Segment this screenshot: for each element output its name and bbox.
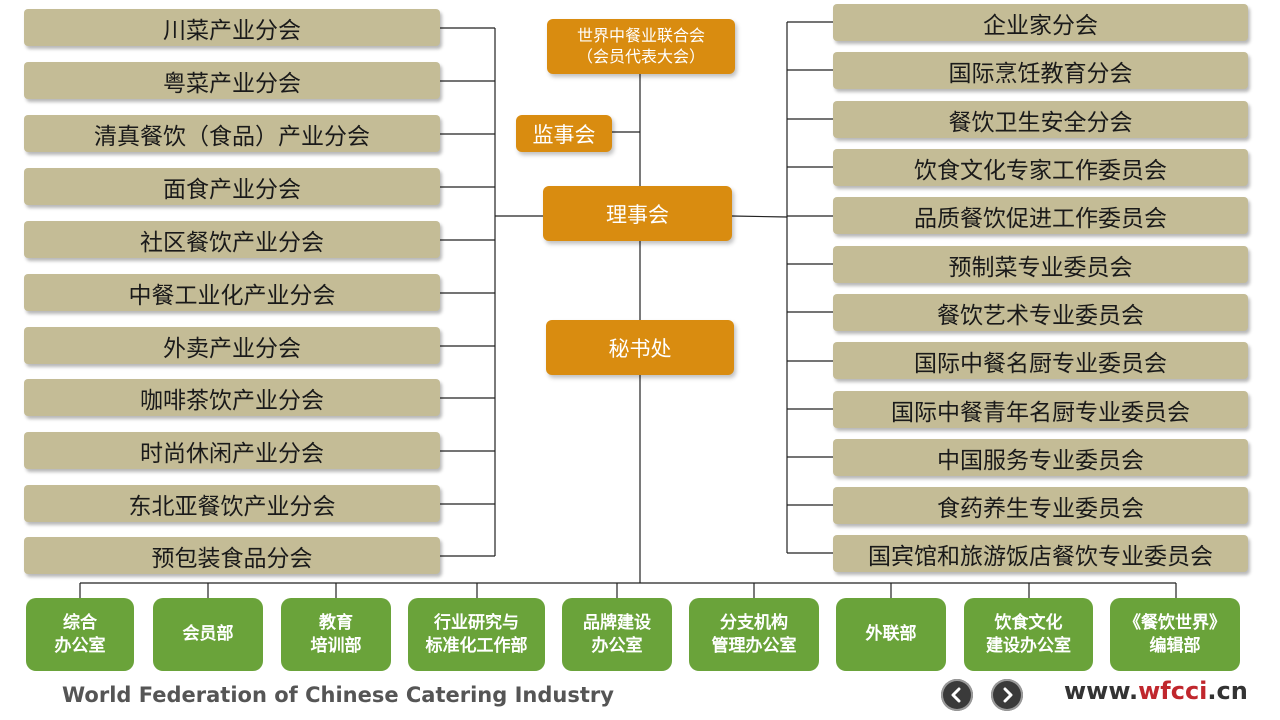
right-branch-label: 国际烹饪教育分会 — [948, 60, 1133, 87]
left-branch-label: 外卖产业分会 — [163, 335, 301, 362]
department-label-line1: 行业研究与 — [434, 612, 519, 633]
left-branch-box: 时尚休闲产业分会 — [24, 432, 440, 469]
department-label-line1: 教育 — [319, 612, 353, 633]
department-label-line2: 建设办公室 — [986, 635, 1071, 656]
site-accent: wfcci — [1138, 677, 1208, 705]
left-branch-label: 粤菜产业分会 — [163, 70, 301, 97]
right-branch-label: 企业家分会 — [983, 12, 1098, 39]
left-branch-label: 面食产业分会 — [163, 176, 301, 203]
left-branch-label: 时尚休闲产业分会 — [140, 440, 324, 467]
department-label-line1: 综合 — [63, 612, 97, 633]
chevron-right-icon — [1003, 687, 1013, 703]
left-branch-label: 清真餐饮（食品）产业分会 — [94, 123, 370, 150]
department-label-line2: 编辑部 — [1149, 635, 1201, 656]
right-branch-box: 品质餐饮促进工作委员会 — [833, 197, 1248, 234]
supervisors-box: 监事会 — [516, 115, 612, 152]
left-branch-box: 清真餐饮（食品）产业分会 — [24, 115, 440, 152]
next-slide-button[interactable] — [991, 679, 1023, 711]
assembly-subtitle: （会员代表大会） — [576, 46, 705, 66]
right-branch-label: 国宾馆和旅游饭店餐饮专业委员会 — [868, 543, 1213, 570]
department-box: 综合 办公室 — [26, 598, 134, 671]
department-box: 品牌建设 办公室 — [562, 598, 672, 671]
council-box: 理事会 — [543, 186, 732, 241]
right-branch-label: 国际中餐名厨专业委员会 — [914, 350, 1167, 377]
right-branch-box: 国际中餐名厨专业委员会 — [833, 342, 1248, 379]
department-label-line1: 《餐饮世界》 — [1124, 612, 1226, 633]
left-branch-label: 东北亚餐饮产业分会 — [128, 493, 336, 520]
secretariat-box: 秘书处 — [546, 320, 734, 375]
department-label-line1: 分支机构 — [720, 612, 788, 633]
department-box: 饮食文化 建设办公室 — [964, 598, 1093, 671]
right-branch-box: 中国服务专业委员会 — [833, 439, 1248, 476]
department-box: 教育 培训部 — [281, 598, 391, 671]
left-branch-box: 中餐工业化产业分会 — [24, 274, 440, 311]
department-label-line2: 办公室 — [591, 635, 643, 656]
department-label-line1: 饮食文化 — [994, 612, 1063, 633]
secretariat-label: 秘书处 — [608, 336, 672, 361]
department-label-line1: 外联部 — [865, 624, 917, 645]
left-branch-label: 社区餐饮产业分会 — [140, 229, 324, 256]
department-box: 《餐饮世界》 编辑部 — [1110, 598, 1240, 671]
department-box: 外联部 — [836, 598, 946, 671]
right-branch-label: 国际中餐青年名厨专业委员会 — [891, 399, 1190, 426]
right-branch-box: 饮食文化专家工作委员会 — [833, 149, 1248, 186]
right-branch-box: 国际烹饪教育分会 — [833, 52, 1248, 89]
right-branch-label: 预制菜专业委员会 — [948, 254, 1133, 281]
right-branch-label: 餐饮卫生安全分会 — [948, 109, 1133, 136]
department-label-line1: 会员部 — [182, 624, 234, 645]
council-label: 理事会 — [606, 202, 669, 227]
left-branch-box: 社区餐饮产业分会 — [24, 221, 440, 258]
department-box: 行业研究与 标准化工作部 — [408, 598, 545, 671]
department-box: 会员部 — [153, 598, 263, 671]
website-link[interactable]: www.wfcci.cn — [1064, 677, 1248, 705]
supervisors-label: 监事会 — [532, 122, 596, 147]
chevron-left-icon — [951, 687, 961, 703]
department-label-line2: 培训部 — [310, 635, 362, 656]
right-branch-label: 品质餐饮促进工作委员会 — [914, 205, 1167, 232]
right-branch-box: 预制菜专业委员会 — [833, 246, 1248, 283]
site-suffix: .cn — [1207, 677, 1248, 705]
left-branch-box: 外卖产业分会 — [24, 327, 440, 364]
right-branch-label: 餐饮艺术专业委员会 — [937, 302, 1144, 329]
member-assembly-box: 世界中餐业联合会 （会员代表大会） — [547, 19, 735, 74]
left-branch-box: 预包装食品分会 — [24, 537, 440, 574]
right-branch-box: 餐饮艺术专业委员会 — [833, 294, 1248, 331]
right-branch-box: 餐饮卫生安全分会 — [833, 101, 1248, 138]
right-branch-label: 食药养生专业委员会 — [937, 495, 1144, 522]
left-branch-label: 预包装食品分会 — [151, 545, 313, 572]
right-branch-box: 国际中餐青年名厨专业委员会 — [833, 391, 1248, 428]
left-branch-box: 东北亚餐饮产业分会 — [24, 485, 440, 522]
left-branch-box: 川菜产业分会 — [24, 9, 440, 46]
prev-slide-button[interactable] — [941, 679, 973, 711]
department-label-line2: 办公室 — [54, 635, 106, 656]
left-branch-label: 咖啡茶饮产业分会 — [140, 387, 324, 414]
right-branch-box: 企业家分会 — [833, 4, 1248, 41]
organization-name: World Federation of Chinese Catering Ind… — [62, 683, 614, 707]
left-branch-box: 咖啡茶饮产业分会 — [24, 379, 440, 416]
left-branch-label: 川菜产业分会 — [163, 17, 301, 44]
left-branch-box: 面食产业分会 — [24, 168, 440, 205]
department-label-line2: 标准化工作部 — [425, 635, 528, 656]
right-branch-label: 饮食文化专家工作委员会 — [914, 157, 1167, 184]
left-branch-box: 粤菜产业分会 — [24, 62, 440, 99]
left-branch-label: 中餐工业化产业分会 — [128, 282, 336, 309]
assembly-title: 世界中餐业联合会 — [576, 25, 705, 45]
site-prefix: www. — [1064, 677, 1139, 705]
department-label-line2: 管理办公室 — [711, 635, 797, 656]
right-branch-label: 中国服务专业委员会 — [937, 447, 1144, 474]
department-box: 分支机构 管理办公室 — [689, 598, 819, 671]
department-label-line1: 品牌建设 — [583, 612, 651, 633]
right-branch-box: 国宾馆和旅游饭店餐饮专业委员会 — [833, 535, 1248, 572]
right-branch-box: 食药养生专业委员会 — [833, 487, 1248, 524]
